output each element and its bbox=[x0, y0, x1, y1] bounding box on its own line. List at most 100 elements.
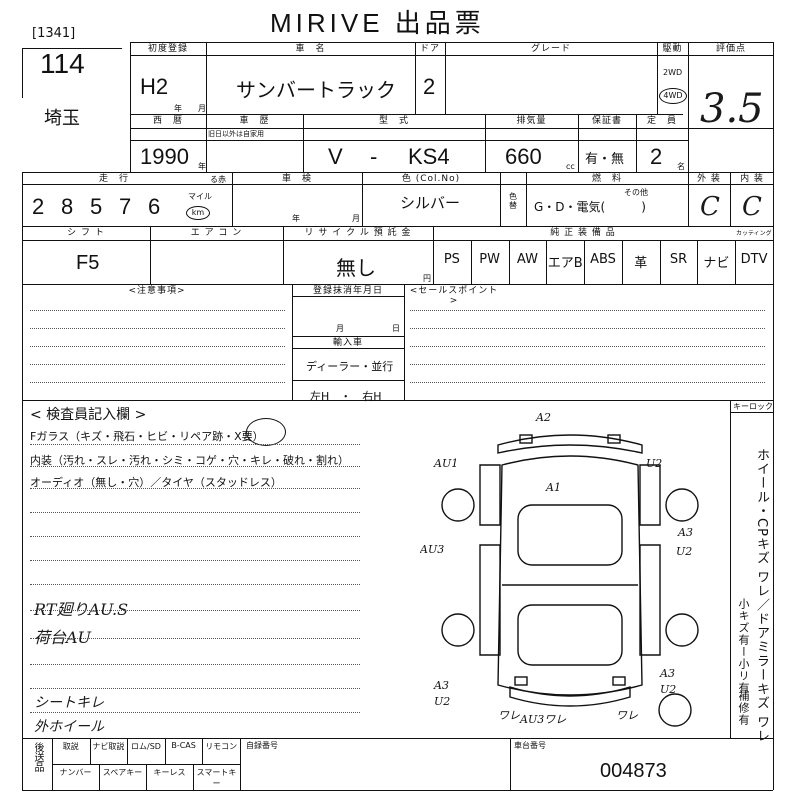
equipment-item: エアB bbox=[547, 256, 583, 271]
equipment-item: 革 bbox=[634, 256, 648, 271]
handwritten-wheel: 外ホイール bbox=[34, 719, 104, 735]
mileage-digit: 5 bbox=[90, 194, 103, 219]
equipment-item: ABS bbox=[590, 252, 616, 267]
row2-v3 bbox=[485, 114, 486, 172]
footer-divider bbox=[164, 738, 166, 764]
warranty-value: 有・無 bbox=[585, 152, 625, 167]
footer-item: ナンバー bbox=[59, 768, 92, 777]
row3-v5 bbox=[688, 172, 689, 226]
dotted-line bbox=[30, 664, 360, 665]
damage-mark: AU3ワレ bbox=[519, 713, 566, 726]
grid-row1-bottom bbox=[130, 114, 683, 115]
footer-v1 bbox=[240, 738, 241, 790]
front-bumper bbox=[497, 434, 643, 454]
equipment-divider bbox=[697, 240, 699, 284]
grid-right bbox=[773, 42, 774, 790]
damage-mark: U2 bbox=[660, 683, 676, 696]
autoreg-label: 自録番号 bbox=[246, 741, 278, 750]
damage-mark: A3 bbox=[677, 526, 693, 539]
keylock-h bbox=[730, 412, 773, 413]
inspector-line-audio: オーディオ（無し・穴）／タイヤ（スタッドレス） bbox=[30, 476, 282, 489]
notes-v1 bbox=[292, 284, 293, 400]
row3-v3 bbox=[500, 172, 501, 226]
wheel-rear-left bbox=[441, 613, 475, 647]
lot-number: 114 bbox=[40, 48, 85, 79]
row1-v3 bbox=[445, 42, 446, 114]
label-first-reg: 初度登録 bbox=[147, 44, 188, 54]
label-katashiki: 型 式 bbox=[378, 116, 409, 126]
dotted-line bbox=[30, 346, 285, 347]
equipment-divider bbox=[470, 240, 472, 284]
label-car-name: 車 名 bbox=[295, 44, 326, 54]
lot-bracket: [1341] bbox=[32, 26, 76, 41]
displacement-cc: cc bbox=[566, 162, 575, 171]
equipment-item: SR bbox=[669, 252, 688, 267]
reg-day: 日 bbox=[392, 324, 400, 333]
equipment-divider bbox=[621, 240, 623, 284]
label-seireki: 西 暦 bbox=[152, 116, 183, 126]
label-inspection: 車 検 bbox=[281, 174, 312, 184]
capacity-value: 2 bbox=[650, 144, 663, 169]
side-text-repair: 補修有 bbox=[737, 690, 750, 726]
mileage-km: km bbox=[186, 206, 210, 220]
handwritten-seat: シートキレ bbox=[34, 695, 104, 711]
equipment-item: PS bbox=[443, 252, 460, 267]
damage-mark: U2 bbox=[646, 457, 662, 470]
grid-row3-top bbox=[22, 172, 773, 173]
footer-divider bbox=[146, 764, 147, 790]
footer-item: キーレス bbox=[153, 768, 186, 777]
fuel-other-label: その他 bbox=[624, 188, 648, 197]
chassis-label: 車台番号 bbox=[514, 741, 546, 750]
wheel-rear-right bbox=[665, 613, 699, 647]
equipment-item: ナビ bbox=[703, 256, 730, 271]
handwritten-rt: RT廻りAU.S bbox=[34, 600, 129, 619]
chassis-value: 004873 bbox=[600, 760, 667, 782]
label-interior: 内 装 bbox=[740, 174, 764, 184]
damage-mark: A1 bbox=[545, 481, 561, 494]
equipment-item: PW bbox=[479, 252, 500, 267]
interior-value: C bbox=[742, 192, 762, 222]
label-import: 輸入車 bbox=[332, 338, 363, 348]
notes-h2 bbox=[292, 336, 404, 337]
mileage-digit: 6 bbox=[148, 194, 161, 219]
dotted-line bbox=[30, 610, 360, 611]
lot-divider bbox=[22, 48, 23, 98]
prefecture: 埼玉 bbox=[44, 108, 80, 129]
mileage-digit: 7 bbox=[119, 194, 132, 219]
inspection-month: 月 bbox=[352, 214, 360, 223]
shift-value: F5 bbox=[76, 252, 100, 274]
label-grade: グレード bbox=[530, 44, 571, 54]
row2-v1 bbox=[206, 114, 207, 172]
damage-mark: A2 bbox=[535, 411, 551, 424]
grid-left bbox=[22, 172, 23, 790]
footer-left-label: 後送品 bbox=[32, 742, 43, 772]
grid-row4-top bbox=[22, 226, 773, 227]
damage-mark: ワレ bbox=[498, 709, 520, 722]
footer-divider bbox=[99, 764, 100, 790]
grid-top bbox=[130, 42, 773, 43]
equipment-divider bbox=[508, 240, 510, 284]
label-door: ドア bbox=[419, 44, 440, 54]
side-text-minor: 小キズ有ー小リ有 bbox=[737, 598, 750, 694]
row1-v4 bbox=[657, 42, 658, 114]
equipment-item: AW bbox=[516, 252, 538, 267]
left-right-hand: 左H ・ 右H bbox=[310, 390, 382, 403]
katashiki-prefix: V bbox=[328, 144, 343, 169]
label-exterior: 外 装 bbox=[697, 174, 721, 184]
row4-v3 bbox=[433, 226, 434, 284]
inspection-year: 年 bbox=[292, 214, 300, 223]
dotted-line bbox=[410, 382, 765, 383]
label-color-replace: 色替 bbox=[509, 192, 517, 210]
row1-label-line bbox=[130, 55, 773, 56]
dotted-line bbox=[410, 328, 765, 329]
label-warranty: 保証書 bbox=[591, 116, 622, 126]
dotted-line bbox=[30, 382, 285, 383]
drive-4wd: 4WD bbox=[659, 88, 687, 104]
footer-divider bbox=[202, 738, 204, 764]
label-mileage-unit: る赤 bbox=[210, 175, 226, 184]
dotted-line bbox=[410, 364, 765, 365]
grid-bottom bbox=[22, 790, 773, 791]
label-reg-date: 登録抹消年月日 bbox=[312, 286, 383, 296]
score-value: 3.5 bbox=[700, 86, 764, 132]
